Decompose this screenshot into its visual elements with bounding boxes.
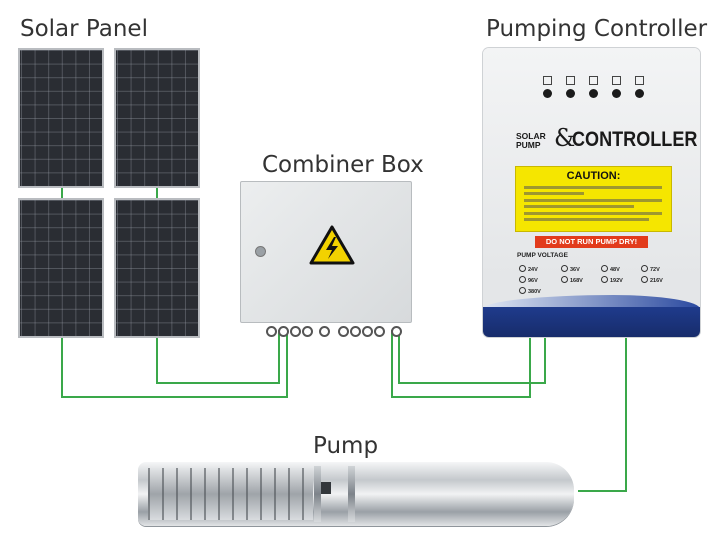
combiner-lock-knob <box>255 246 266 257</box>
voltage-option: 192V <box>601 276 623 284</box>
cable-gland <box>319 326 330 337</box>
status-icon <box>589 76 598 85</box>
solar-panel-bottom-left <box>18 198 104 338</box>
indicator-light <box>543 89 552 98</box>
pump-voltage-title: PUMP VOLTAGE <box>517 252 568 259</box>
voltage-option: 380V <box>519 287 541 295</box>
pumping-controller-label: Pumping Controller <box>486 16 708 42</box>
pump-coupling-ring <box>314 466 321 522</box>
controller-wave-graphic <box>483 295 700 309</box>
cable-gland <box>391 326 402 337</box>
combiner-box <box>240 181 412 337</box>
cable-gland <box>290 326 301 337</box>
cable-gland <box>338 326 349 337</box>
wire-combiner-to-controller-b <box>398 330 546 384</box>
status-icon <box>612 76 621 85</box>
combiner-box-label: Combiner Box <box>262 152 424 178</box>
indicator-light <box>635 89 644 98</box>
solar-panel-top-left <box>18 48 104 188</box>
voltage-option: 168V <box>561 276 583 284</box>
caution-label: CAUTION: <box>515 166 672 232</box>
controller-blue-band <box>483 307 700 337</box>
brand-ampersand: & <box>554 124 576 152</box>
submersible-pump <box>138 462 574 526</box>
voltage-option: 96V <box>519 276 538 284</box>
voltage-option: 48V <box>601 265 620 273</box>
wire-controller-to-pump <box>578 335 627 492</box>
do-not-run-dry-warning: DO NOT RUN PUMP DRY! <box>535 236 648 248</box>
pump-intake-screen <box>148 468 313 520</box>
pump-label: Pump <box>313 433 379 459</box>
wires <box>61 185 627 492</box>
indicator-light <box>589 89 598 98</box>
cable-gland <box>350 326 361 337</box>
cable-gland <box>266 326 277 337</box>
cable-gland <box>302 326 313 337</box>
voltage-option: 36V <box>561 265 580 273</box>
pump-coupling-ring <box>348 466 355 522</box>
wire-panel-left-to-combiner <box>61 330 288 398</box>
wire-panel-right-to-combiner <box>156 330 280 384</box>
cable-gland <box>362 326 373 337</box>
brand-solar-pump: SOLAR PUMP <box>516 131 546 150</box>
pump-controller: SOLAR PUMP & CONTROLLER CAUTION: DO NOT … <box>483 48 700 337</box>
high-voltage-warning-icon <box>309 225 355 265</box>
pump-cable-clamp <box>321 482 331 494</box>
status-icon <box>566 76 575 85</box>
wire-combiner-to-controller-a <box>391 330 531 398</box>
brand-controller: CONTROLLER <box>572 128 698 151</box>
solar-panel-label: Solar Panel <box>20 16 148 42</box>
status-icon <box>635 76 644 85</box>
voltage-option: 72V <box>641 265 660 273</box>
voltage-option: 216V <box>641 276 663 284</box>
indicator-light <box>612 89 621 98</box>
cable-gland <box>374 326 385 337</box>
indicator-light <box>566 89 575 98</box>
voltage-option: 24V <box>519 265 538 273</box>
solar-panel-bottom-right <box>114 198 200 338</box>
caution-title: CAUTION: <box>566 170 621 182</box>
status-icon <box>543 76 552 85</box>
solar-panel-top-right <box>114 48 200 188</box>
cable-gland <box>278 326 289 337</box>
